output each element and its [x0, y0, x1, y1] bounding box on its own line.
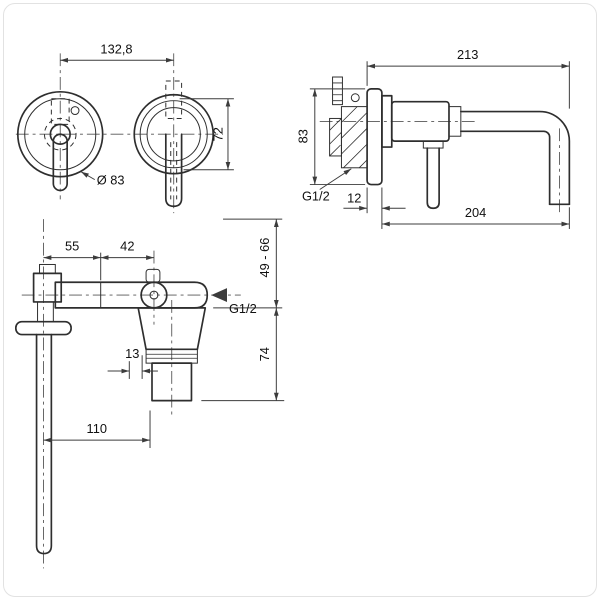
- outlet-thread-callout: G1/2: [211, 288, 257, 316]
- outlet-arrow-icon: [211, 288, 227, 302]
- wall-plate-side: [366, 88, 383, 186]
- drop-tube: [35, 333, 53, 555]
- spout-outlet: [137, 307, 207, 402]
- dim-outlet-offset: 13: [107, 346, 158, 379]
- aerator: [151, 362, 193, 402]
- fixing-screw: [332, 76, 343, 106]
- product-drawing-card: 132,8 Ø 83 72: [3, 3, 597, 597]
- handle-escutcheon: [16, 90, 104, 192]
- front-view-centerlines: [15, 53, 224, 214]
- mixer-body-installed: [32, 263, 209, 323]
- dim-72-label: 72: [210, 127, 225, 141]
- inlet-thread-callout: G1/2: [302, 168, 352, 203]
- dim-74-label: 74: [257, 347, 272, 361]
- side-view-centerlines: [319, 120, 560, 216]
- dim-42-label: 42: [120, 239, 134, 254]
- spout-outer-edge: [459, 110, 571, 206]
- concealed-valve-body: [329, 76, 368, 169]
- side-view: 213 83 G1/2 12 204: [295, 47, 571, 229]
- installed-view: 55 42 49 - 66 G1/2 13: [15, 218, 285, 569]
- dim-escutcheon-diameter: Ø 83: [80, 171, 125, 188]
- dim-204-label: 204: [465, 205, 486, 220]
- mixer-body-side: [381, 94, 571, 210]
- dim-plate-depth: 12: [343, 187, 406, 229]
- dim-escutcheon-height: 72: [179, 98, 234, 171]
- dim-plate-size: 83: [295, 88, 366, 186]
- faucet-technical-drawing: 132,8 Ø 83 72: [15, 41, 571, 569]
- dim-handle-offset: 42: [100, 239, 154, 260]
- wall-flange: [15, 320, 72, 336]
- wall-flange-and-tube: [15, 320, 72, 555]
- spout-inner-edge: [459, 130, 551, 206]
- installed-view-centerlines: [21, 219, 241, 569]
- spout-front: [164, 133, 183, 208]
- dim-spout-reach: 110: [43, 410, 151, 448]
- dim-depth-range: 49 - 66: [213, 218, 283, 309]
- dim-110-label: 110: [87, 421, 107, 436]
- dim-overall-depth: 213: [366, 47, 570, 109]
- lever-handle-side: [426, 147, 440, 210]
- dim-49-66-label: 49 - 66: [257, 238, 272, 278]
- dim-outlet-drop: 74: [201, 307, 285, 402]
- dim-center-distance: 132,8: [60, 41, 174, 63]
- thread-g12-side-label: G1/2: [302, 188, 330, 203]
- dim-spout-projection: 204: [381, 205, 570, 229]
- front-view: 132,8 Ø 83 72: [15, 41, 234, 214]
- dim-83-label: 83: [295, 129, 310, 143]
- dim-213-label: 213: [457, 47, 478, 62]
- lever-handle-front: [52, 133, 68, 192]
- dim-center-distance-label: 132,8: [100, 41, 132, 56]
- dim-diameter-label: Ø 83: [97, 173, 125, 188]
- dim-55-label: 55: [65, 239, 79, 254]
- spout-escutcheon: [133, 80, 215, 208]
- dim-13-label: 13: [125, 346, 139, 361]
- thread-g12-bottom-label: G1/2: [229, 301, 257, 316]
- dim-12-label: 12: [347, 190, 361, 205]
